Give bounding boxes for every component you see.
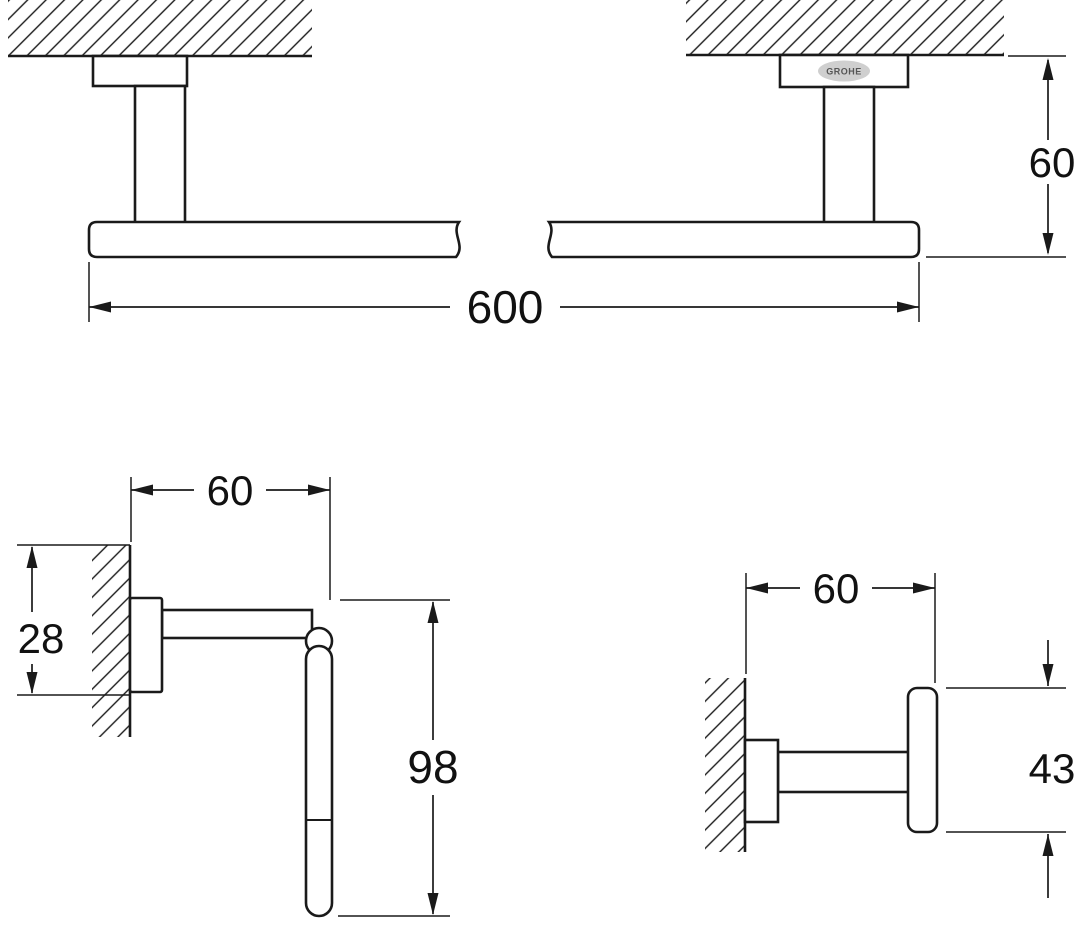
dim-label-paper-height: 98 bbox=[407, 741, 458, 793]
arrowhead-up-icon bbox=[1042, 834, 1054, 856]
dimension-hook-height: 43 bbox=[946, 640, 1075, 898]
dimension-hook-depth: 60 bbox=[745, 565, 936, 683]
dim-label-hook-height: 43 bbox=[1029, 745, 1076, 792]
arrowhead-left-icon bbox=[131, 484, 153, 496]
dim-label-paper-offset: 28 bbox=[18, 615, 65, 662]
towel-bar-right-post bbox=[822, 85, 876, 225]
dimension-paper-offset: 28 bbox=[17, 544, 130, 696]
hook-arm bbox=[776, 750, 911, 794]
arrowhead-left-icon bbox=[746, 582, 768, 594]
towel-bar-left-post bbox=[133, 84, 187, 225]
grohe-logo-text: GROHE bbox=[826, 67, 862, 77]
wall-hatching-left bbox=[8, 0, 312, 56]
dimension-paper-height: 98 bbox=[338, 599, 459, 917]
arrowhead-down-icon bbox=[1042, 233, 1054, 255]
arrowhead-up-icon bbox=[1042, 58, 1054, 80]
arrowhead-right-icon bbox=[308, 484, 330, 496]
dimension-towel-length: 600 bbox=[88, 262, 920, 333]
towel-bar-rail-right bbox=[546, 220, 921, 259]
hook-bar bbox=[906, 686, 939, 834]
wall-hatching-right bbox=[686, 0, 1004, 55]
arrowhead-left-icon bbox=[89, 301, 111, 313]
arrowhead-right-icon bbox=[913, 582, 935, 594]
dim-label-paper-depth: 60 bbox=[207, 467, 254, 514]
arrowhead-down-icon bbox=[26, 672, 38, 694]
dim-label-hook-depth: 60 bbox=[813, 565, 860, 612]
dimension-paper-depth: 60 bbox=[130, 467, 331, 600]
paper-holder-wall-plate bbox=[128, 596, 164, 694]
arrowhead-up-icon bbox=[427, 601, 439, 623]
arrowhead-down-icon bbox=[427, 893, 439, 915]
towel-bar-left-flange bbox=[91, 54, 189, 88]
paper-holder-view: 60 28 98 bbox=[17, 467, 459, 918]
arrowhead-right-icon bbox=[897, 301, 919, 313]
wall-hatching bbox=[92, 545, 130, 737]
hook-view: 60 43 bbox=[705, 565, 1075, 898]
arrowhead-up-icon bbox=[26, 546, 38, 568]
paper-holder-arm bbox=[160, 608, 314, 640]
wall-hatching bbox=[705, 678, 745, 852]
towel-bar-rail-left bbox=[87, 220, 462, 259]
dimension-towel-height: 60 bbox=[926, 55, 1076, 258]
dim-label-towel-height: 60 bbox=[1029, 139, 1076, 186]
grohe-logo-badge bbox=[818, 60, 870, 82]
dim-label-towel-length: 600 bbox=[467, 281, 544, 333]
arrowhead-down-icon bbox=[1042, 664, 1054, 686]
towel-bar-view: GROHE 60 600 bbox=[8, 0, 1075, 333]
hook-wall-plate bbox=[743, 738, 780, 824]
paper-holder-spindle bbox=[304, 644, 334, 918]
